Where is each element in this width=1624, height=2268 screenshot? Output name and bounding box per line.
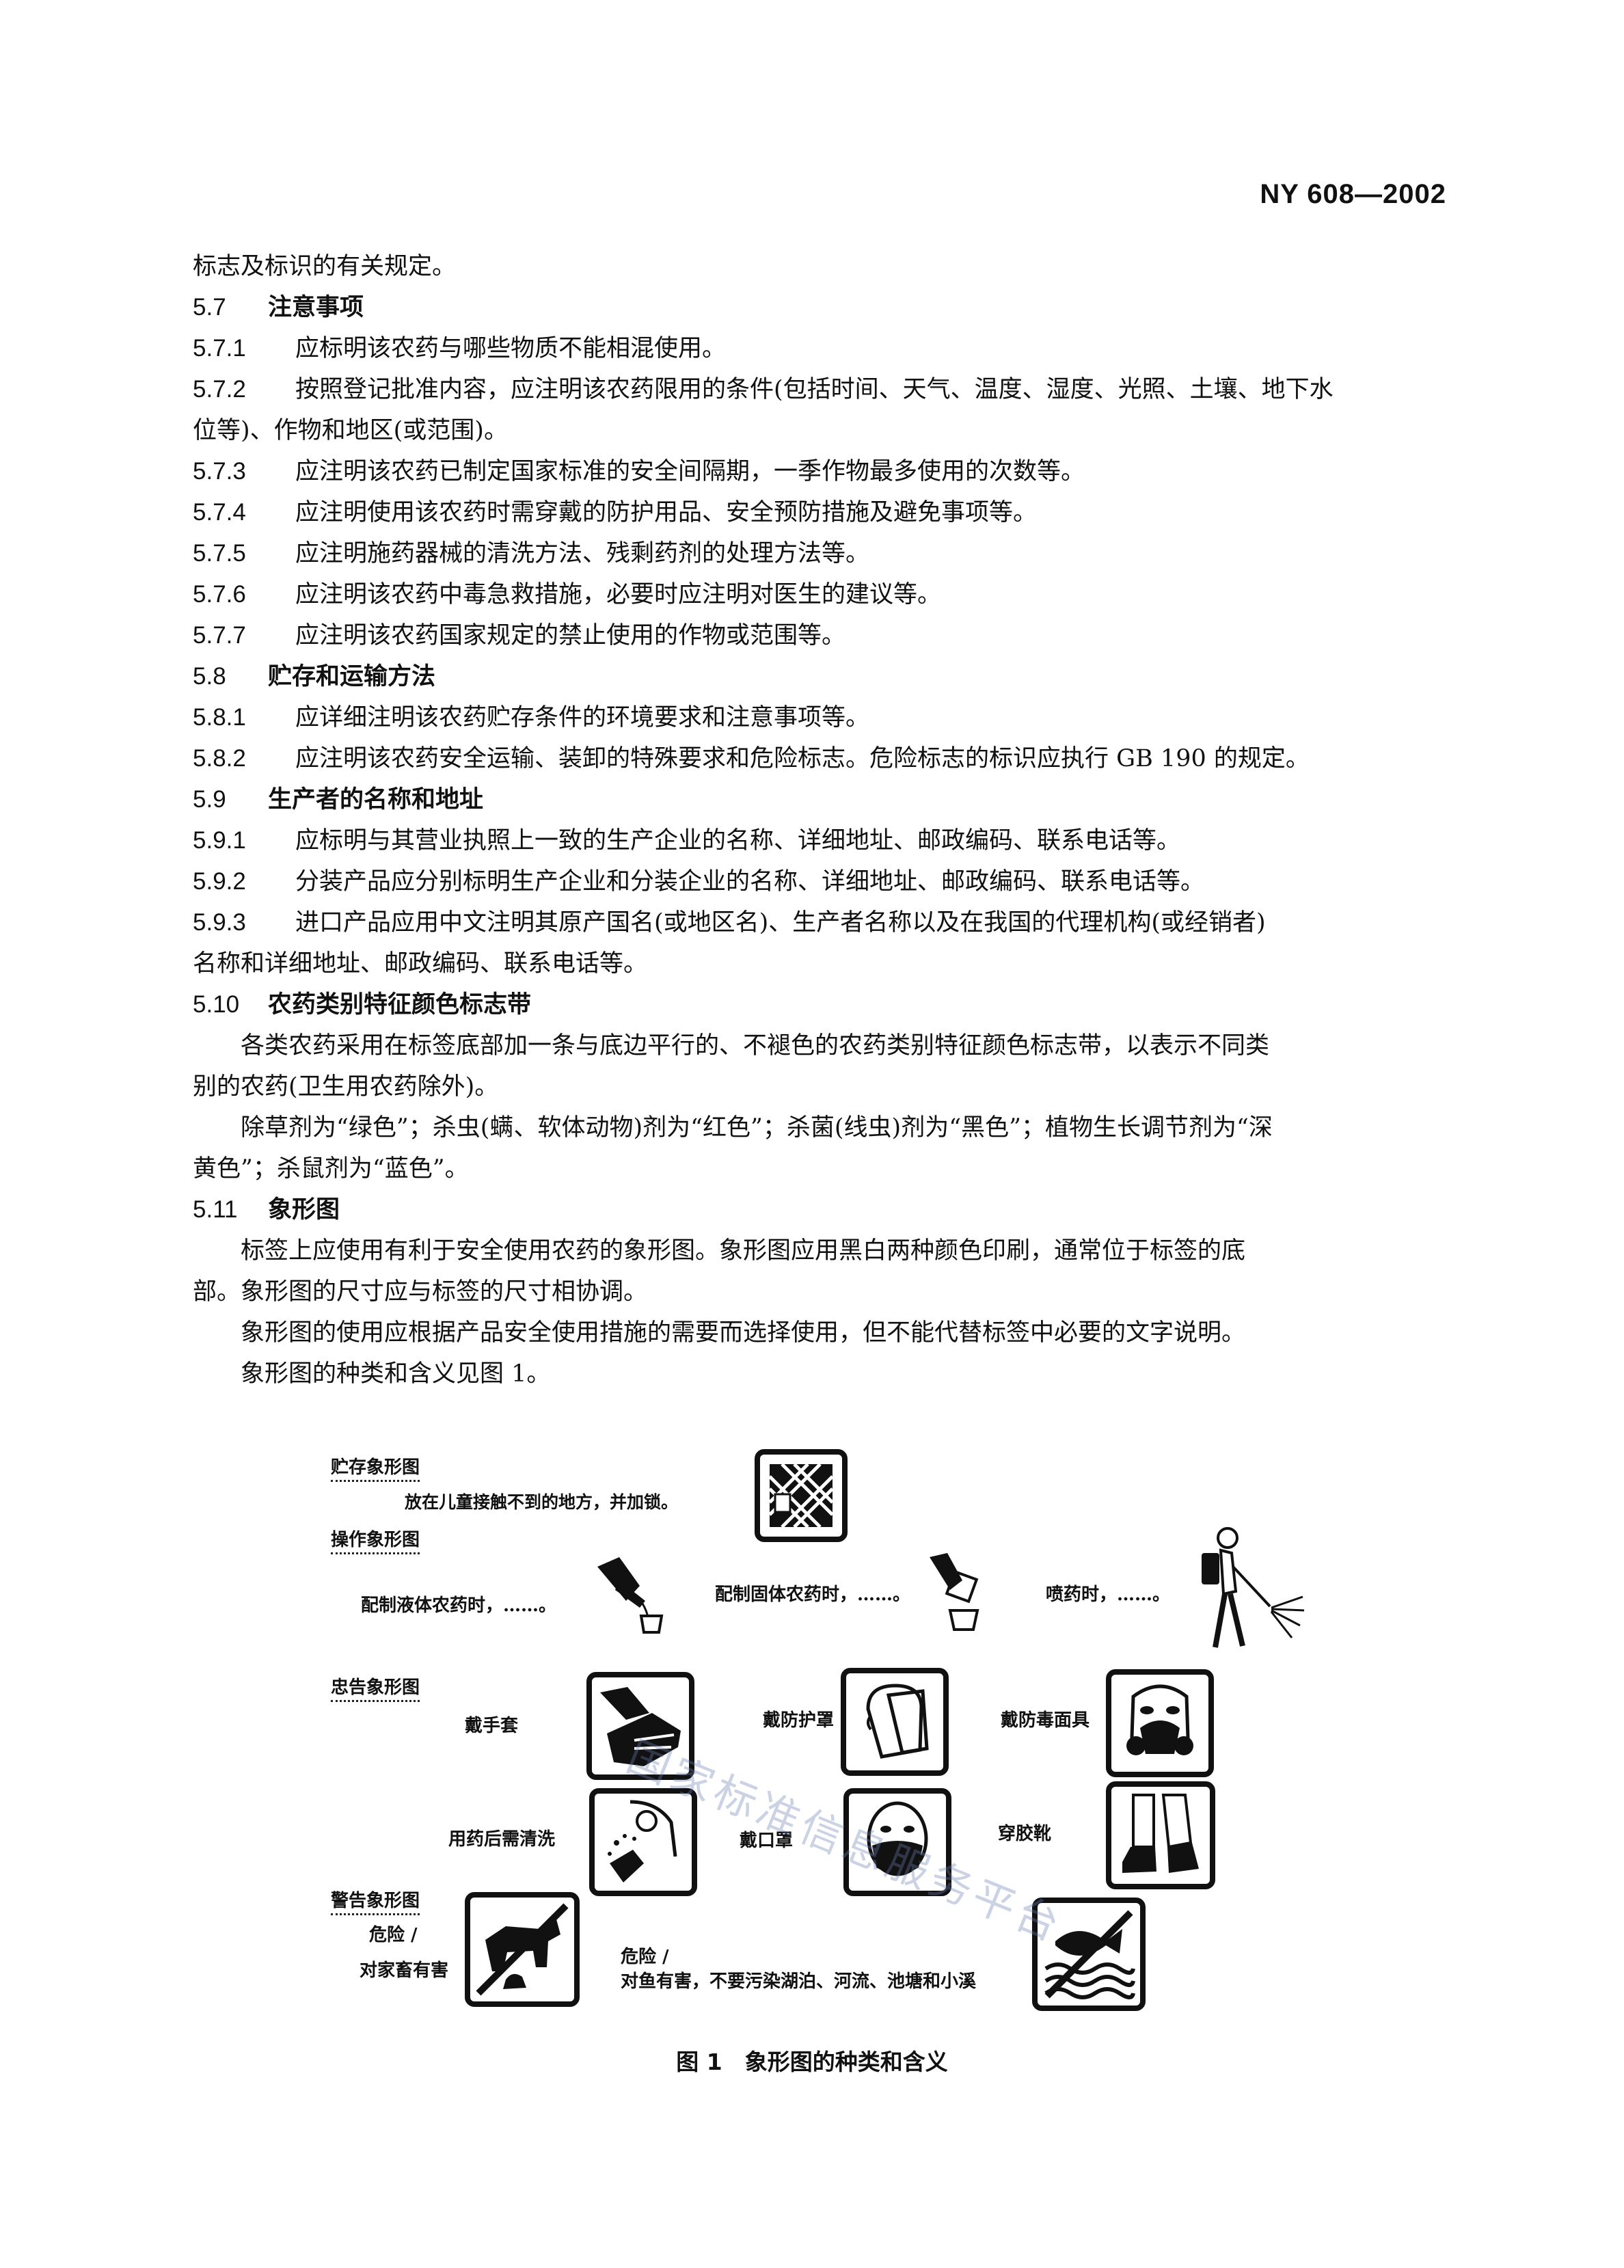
section-number: 5.11 (193, 1196, 238, 1223)
clause-number: 5.9.3 (193, 909, 246, 936)
clause-text: 应注明该农药安全运输、装卸的特殊要求和危险标志。危险标志的标识应执行 GB 19… (295, 745, 1310, 772)
mouth-mask-text: 戴口罩 (740, 1831, 794, 1851)
text-line: 部。象形图的尺寸应与标签的尺寸相协调。 (193, 1278, 648, 1306)
livestock-warning-line2: 对家畜有害 (360, 1960, 449, 1981)
livestock-hazard-icon (465, 1892, 580, 2007)
fish-hazard-icon (1032, 1898, 1146, 2011)
section-title: 注意事项 (268, 294, 364, 321)
operation-pictogram-label: 操作象形图 (331, 1526, 420, 1554)
section-number: 5.10 (193, 991, 240, 1018)
gloves-icon (586, 1672, 694, 1780)
clause: 5.7.2 按照登记批准内容，应注明该农药限用的条件(包括时间、天气、温度、湿度、… (193, 369, 1450, 410)
wash-text: 用药后需清洗 (448, 1829, 556, 1850)
paragraph-line: 象形图的种类和含义见图 1。 (241, 1360, 551, 1388)
fish-warning-line2: 对鱼有害，不要污染湖泊、河流、池塘和小溪 (621, 1971, 977, 1992)
section-heading: 5.8 贮存和运输方法 (193, 656, 1450, 697)
section-title: 农药类别特征颜色标志带 (268, 991, 532, 1018)
solid-prep-text: 配制固体农药时，……。 (715, 1584, 911, 1605)
section-number: 5.8 (193, 663, 226, 690)
text-line: 别的农药(卫生用农药除外)。 (193, 1073, 499, 1101)
wash-hands-icon (589, 1788, 697, 1896)
paragraph-line: 象形图的使用应根据产品安全使用措施的需要而选择使用，但不能代替标签中必要的文字说… (241, 1319, 1246, 1347)
clause: 5.7.1 应标明该农药与哪些物质不能相混使用。 (193, 328, 1450, 369)
section-heading: 5.7 注意事项 (193, 287, 1450, 328)
clause-text: 应标明与其营业执照上一致的生产企业的名称、详细地址、邮政编码、联系电话等。 (295, 827, 1181, 854)
clause-number: 5.7.3 (193, 458, 246, 485)
clause-number: 5.7.6 (193, 581, 246, 608)
clause: 5.8.1 应详细注明该农药贮存条件的环境要求和注意事项等。 (193, 697, 1450, 738)
warning-pictogram-label: 警告象形图 (331, 1887, 420, 1915)
clause: 5.9.3 进口产品应用中文注明其原产国名(或地区名)、生产者名称以及在我国的代理… (193, 902, 1450, 943)
pour-solid-icon (923, 1550, 991, 1632)
figure-caption: 图 1 象形图的种类和含义 (676, 2049, 948, 2075)
clause-text: 应注明施药器械的清洗方法、残剩药剂的处理方法等。 (295, 540, 870, 567)
gas-mask-icon (1106, 1669, 1214, 1777)
clause-number: 5.9.1 (193, 827, 246, 854)
clause-text: 应详细注明该农药贮存条件的环境要求和注意事项等。 (295, 704, 870, 731)
clause-number: 5.7.5 (193, 540, 246, 567)
section-number: 5.9 (193, 786, 226, 813)
clause: 5.8.2 应注明该农药安全运输、装卸的特殊要求和危险标志。危险标志的标识应执行 … (193, 738, 1450, 779)
liquid-prep-text: 配制液体农药时，……。 (361, 1595, 557, 1616)
storage-text: 放在儿童接触不到的地方，并加锁。 (405, 1492, 679, 1512)
clause: 5.9.2 分装产品应分别标明生产企业和分装企业的名称、详细地址、邮政编码、联系电… (193, 861, 1450, 902)
storage-pictogram-label: 贮存象形图 (331, 1453, 420, 1482)
clause-number: 5.8.2 (193, 745, 246, 772)
gloves-text: 戴手套 (465, 1716, 519, 1736)
clause-text: 按照登记批准内容，应注明该农药限用的条件(包括时间、天气、温度、湿度、光照、土壤… (295, 376, 1334, 403)
clause-number: 5.9.2 (193, 868, 246, 895)
boots-text: 穿胶靴 (998, 1824, 1052, 1844)
fish-warning-line1: 危险 / (621, 1947, 669, 1967)
section-heading: 5.9 生产者的名称和地址 (193, 779, 1450, 820)
mouth-mask-icon (843, 1788, 951, 1896)
clause: 5.7.4 应注明使用该农药时需穿戴的防护用品、安全预防措施及避免事项等。 (193, 492, 1450, 533)
clause-text: 进口产品应用中文注明其原产国名(或地区名)、生产者名称以及在我国的代理机构(或经… (295, 909, 1266, 936)
clause-text: 应注明该农药已制定国家标准的安全间隔期，一季作物最多使用的次数等。 (295, 458, 1085, 485)
text-line: 黄色”；杀鼠剂为“蓝色”。 (193, 1155, 469, 1183)
clause-text: 分装产品应分别标明生产企业和分装企业的名称、详细地址、邮政编码、联系电话等。 (295, 868, 1205, 895)
clause: 5.7.6 应注明该农药中毒急救措施，必要时应注明对医生的建议等。 (193, 574, 1450, 615)
clause-text: 应注明该农药中毒急救措施，必要时应注明对医生的建议等。 (295, 581, 942, 608)
clause-number: 5.7.2 (193, 376, 246, 403)
pour-liquid-icon (592, 1553, 673, 1635)
section-title: 贮存和运输方法 (268, 663, 436, 690)
clause-number: 5.8.1 (193, 704, 246, 731)
paragraph-line: 各类农药采用在标签底部加一条与底边平行的、不褪色的农药类别特征颜色标志带，以表示… (241, 1032, 1270, 1059)
section-heading: 5.10 农药类别特征颜色标志带 (193, 984, 1450, 1025)
spraying-text: 喷药时，……。 (1046, 1584, 1171, 1605)
text-line: 名称和详细地址、邮政编码、联系电话等。 (193, 950, 648, 977)
paragraph-line: 标签上应使用有利于安全使用农药的象形图。象形图应用黑白两种颜色印刷，通常位于标签… (241, 1237, 1246, 1265)
gas-mask-text: 戴防毒面具 (1001, 1710, 1090, 1731)
advice-pictogram-label: 忠告象形图 (331, 1673, 420, 1702)
clause: 5.7.5 应注明施药器械的清洗方法、残剩药剂的处理方法等。 (193, 533, 1450, 574)
standard-number: NY 608—2002 (1260, 179, 1446, 209)
locked-cabinet-icon (755, 1449, 848, 1542)
clause-number: 5.7.7 (193, 622, 246, 649)
paragraph-line: 除草剂为“绿色”；杀虫(螨、软体动物)剂为“红色”；杀菌(线虫)剂为“黑色”；植… (241, 1114, 1273, 1142)
section-number: 5.7 (193, 294, 226, 321)
clause: 5.7.3 应注明该农药已制定国家标准的安全间隔期，一季作物最多使用的次数等。 (193, 451, 1450, 492)
face-shield-text: 戴防护罩 (763, 1710, 835, 1731)
clause-text: 应标明该农药与哪些物质不能相混使用。 (295, 335, 727, 362)
section-title: 生产者的名称和地址 (268, 786, 484, 813)
clause: 5.7.7 应注明该农药国家规定的禁止使用的作物或范围等。 (193, 615, 1450, 656)
clause-number: 5.7.4 (193, 499, 246, 526)
sprayer-person-icon (1182, 1526, 1305, 1651)
clause-text: 应注明使用该农药时需穿戴的防护用品、安全预防措施及避免事项等。 (295, 499, 1038, 526)
rubber-boots-icon (1106, 1781, 1215, 1889)
clause-text: 应注明该农药国家规定的禁止使用的作物或范围等。 (295, 622, 846, 649)
clause: 5.9.1 应标明与其营业执照上一致的生产企业的名称、详细地址、邮政编码、联系电话… (193, 820, 1450, 861)
livestock-warning-line1: 危险 / (369, 1925, 418, 1945)
text-line: 位等)、作物和地区(或范围)。 (193, 417, 508, 444)
section-heading: 5.11 象形图 (193, 1189, 1450, 1230)
body-text: 标志及标识的有关规定。 5.7 注意事项 5.7.1 应标明该农药与哪些物质不能相混使用… (193, 246, 1450, 1394)
text-line: 标志及标识的有关规定。 (193, 253, 457, 280)
face-shield-icon (841, 1668, 949, 1776)
section-title: 象形图 (268, 1196, 340, 1224)
clause-number: 5.7.1 (193, 335, 246, 362)
